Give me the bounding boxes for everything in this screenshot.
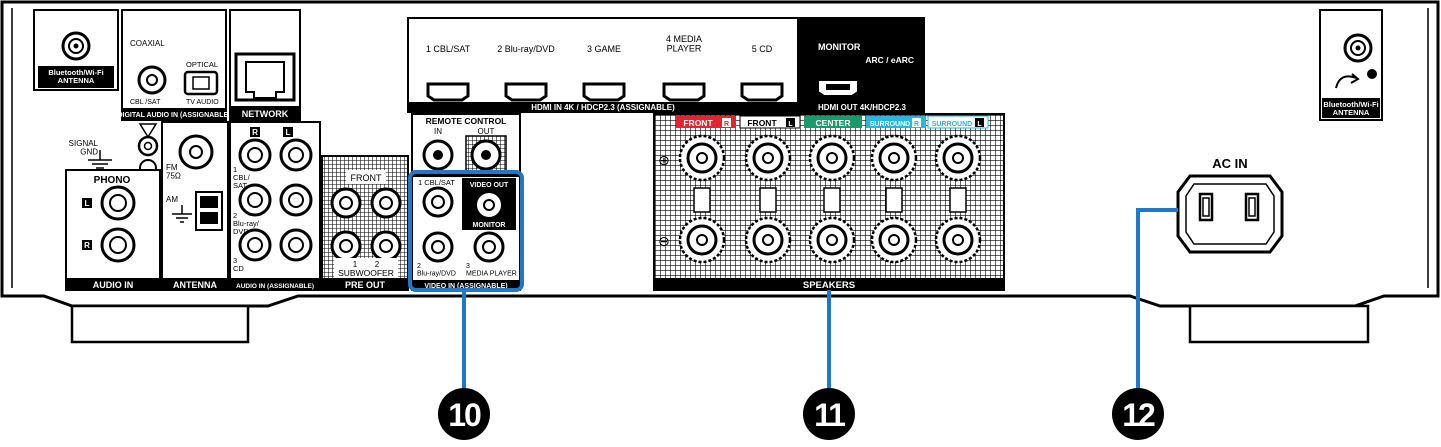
hdmi-3-label: 3 GAME (587, 44, 621, 54)
phono-l-badge: L (85, 199, 90, 208)
hdmi-out: MONITOR ARC / eARC HDMI OUT 4K/HDCP2.3 (799, 17, 925, 113)
hdmi-in-ports[interactable] (426, 82, 784, 102)
pre-front-label: FRONT (351, 173, 382, 183)
hdmi-5-label: 5 CD (752, 44, 773, 54)
sp-front-l-badge: L (788, 121, 793, 128)
video-in-label: VIDEO IN (ASSIGNABLE) (424, 283, 507, 290)
coaxial-label: COAXIAL (130, 39, 165, 48)
ain-r-badge: R (252, 128, 258, 137)
arc-label: ARC / eARC (865, 55, 914, 65)
sub-2-label: 2 (375, 260, 380, 269)
speakers: FRONT R FRONT L CENTER SURROUND R SURROU… (653, 113, 1005, 291)
digital-audio-in-label: DIGITAL AUDIO IN (ASSIGNABLE) (117, 112, 230, 119)
sp-surround-l-label: SURROUND (932, 121, 972, 128)
sp-surround-l-badge: L (977, 121, 982, 128)
remote-control-label: REMOTE CONTROL (426, 116, 507, 126)
optical-label: OPTICAL (186, 60, 218, 69)
antenna-label: ANTENNA (173, 280, 217, 290)
hdmi-2-label: 2 Blu-ray/DVD (497, 44, 555, 54)
sub-1-label: 1 (353, 260, 358, 269)
am-label: AM (166, 195, 178, 204)
audio-in-assignable-label: AUDIO IN (ASSIGNABLE) (236, 283, 314, 290)
monitor-label: MONITOR (818, 42, 861, 52)
right-foot (1188, 304, 1370, 344)
minus-label: ⊖ (658, 233, 670, 249)
ain-jacks[interactable] (238, 138, 313, 262)
pre-out-label: PRE OUT (345, 280, 386, 290)
audio-in-label: AUDIO IN (93, 280, 134, 290)
ac-in-label: AC IN (1212, 156, 1247, 171)
audio-in-phono: PHONO L R AUDIO IN (65, 169, 161, 291)
hdmi-out-label: HDMI OUT 4K/HDCP2.3 (818, 103, 907, 112)
video-out-label: VIDEO OUT (470, 182, 509, 189)
speaker-terminals[interactable] (678, 134, 982, 264)
hdmi-in-label: HDMI IN 4K / HDCP2.3 (ASSIGNABLE) (531, 103, 675, 112)
phono-label: PHONO (94, 175, 131, 186)
network-port: NETWORK (229, 9, 301, 121)
pre-out-jacks[interactable] (330, 187, 402, 262)
pre-out: FRONT 1 2 SUBWOOFER PRE OUT (321, 155, 409, 291)
subwoofer-label: SUBWOOFER (338, 268, 394, 278)
rc-in-label: IN (434, 127, 442, 136)
phono-r-badge: R (84, 241, 90, 250)
plus-label: ⊕ (658, 152, 670, 168)
vin-1-label: 1 CBL/SAT (418, 178, 455, 187)
ain-l-badge: L (286, 128, 291, 137)
remote-control: REMOTE CONTROL IN OUT (411, 113, 521, 175)
callout-12-number: 12 (1122, 397, 1155, 433)
sp-front-r-label: FRONT (683, 118, 713, 128)
sp-surround-r-label: SURROUND (870, 121, 910, 128)
sp-front-r-badge: R (724, 121, 729, 128)
sp-center-label: CENTER (816, 118, 851, 128)
callout-10: 10 (438, 388, 490, 440)
hdmi-1-label: 1 CBL/SAT (426, 44, 471, 54)
network-label: NETWORK (242, 109, 289, 119)
video-monitor-label: MONITOR (473, 222, 506, 229)
rc-out-label: OUT (478, 127, 495, 136)
sp-front-l-label: FRONT (747, 118, 777, 128)
callout-12: 12 (1112, 388, 1164, 440)
callout-lines (462, 208, 1178, 390)
callout-11-number: 11 (814, 397, 845, 433)
callout-10-number: 10 (448, 397, 481, 433)
tv-audio-label: TV AUDIO (186, 99, 219, 106)
callout-11: 11 (803, 388, 855, 440)
digital-audio-in: COAXIAL OPTICAL CBL /SAT TV AUDIO DIGITA… (117, 9, 231, 121)
left-foot (70, 304, 250, 344)
sp-surround-r-badge: R (914, 121, 919, 128)
cbl-sat-label: CBL /SAT (130, 99, 161, 106)
speakers-label: SPEAKERS (803, 280, 855, 291)
ac-in: AC IN (1176, 156, 1284, 254)
